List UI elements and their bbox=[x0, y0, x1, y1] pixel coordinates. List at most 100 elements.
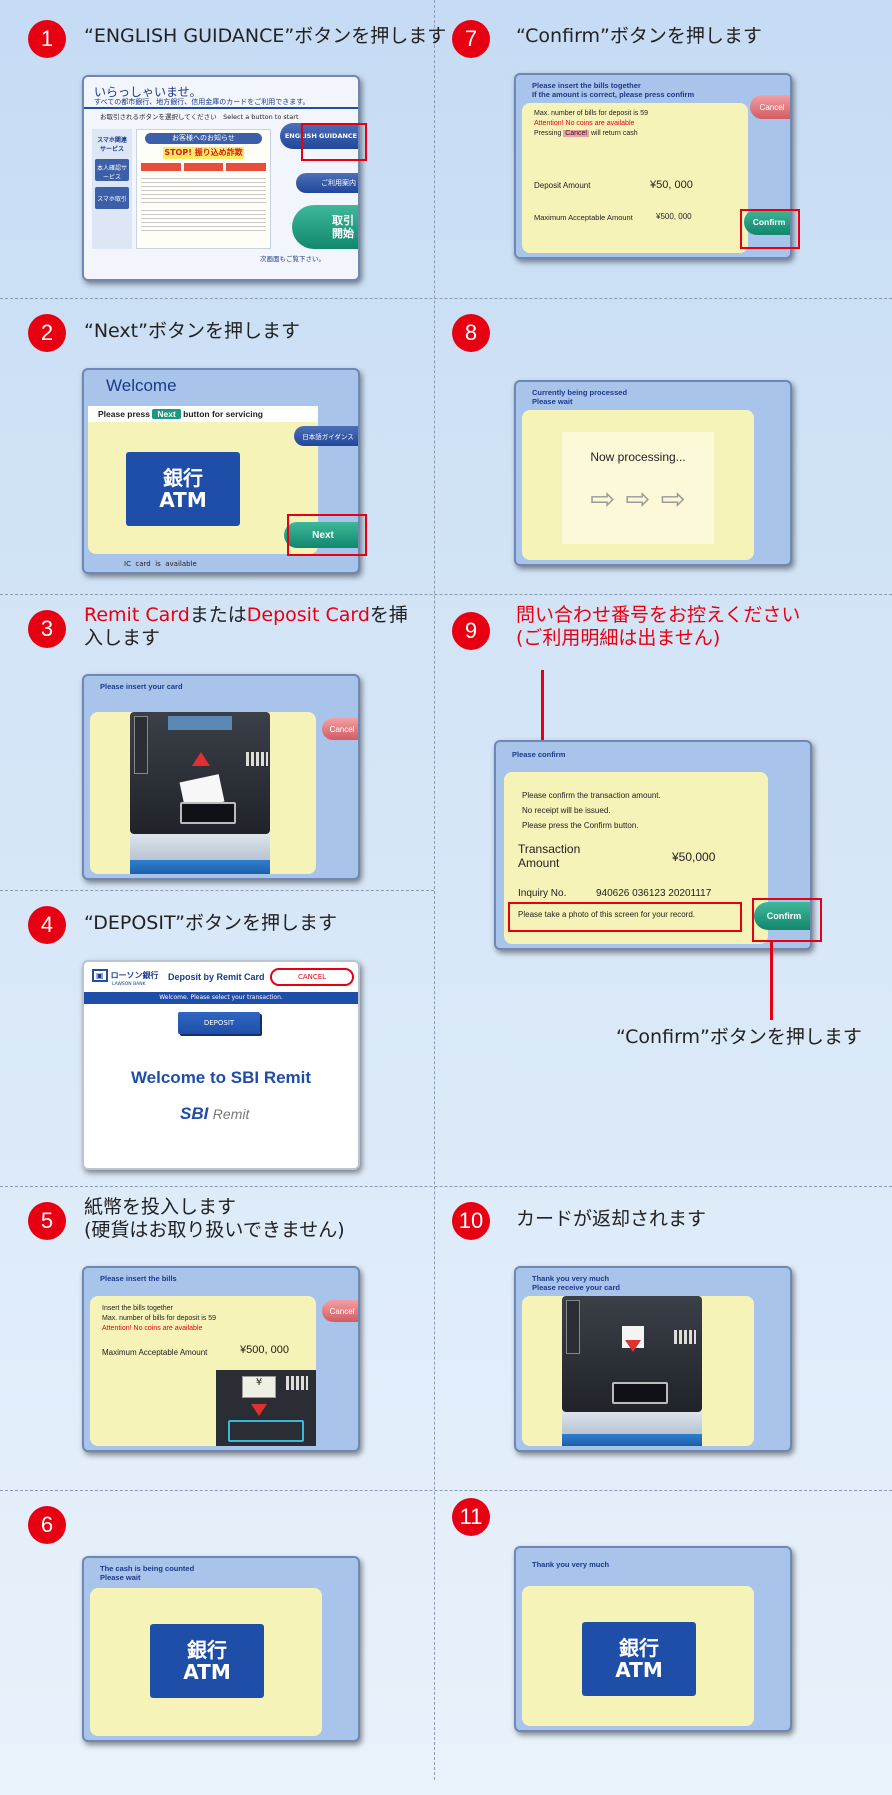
callout-line bbox=[770, 942, 773, 1020]
step-number: 4 bbox=[28, 906, 66, 944]
japanese-guidance-button[interactable]: 日本語ガイダンス bbox=[294, 426, 358, 446]
column-divider bbox=[434, 0, 435, 1780]
max-amount-label: Maximum Acceptable Amount bbox=[102, 1348, 208, 1357]
atm-base bbox=[130, 834, 270, 860]
row-divider bbox=[0, 594, 892, 595]
atm-screen: Welcome Please press Next button for ser… bbox=[82, 368, 360, 574]
cancel-button[interactable]: CANCEL bbox=[270, 968, 354, 986]
atm-screen: いらっしゃいませ。 すべての都市銀行、地方銀行、信用金庫のカードをご利用できます… bbox=[82, 75, 360, 281]
next-button[interactable]: Next bbox=[284, 522, 358, 548]
step-number: 8 bbox=[452, 314, 490, 352]
row-divider bbox=[0, 298, 892, 299]
atm-illustration bbox=[130, 712, 270, 834]
step-number: 1 bbox=[28, 20, 66, 58]
side-menu: スマホ関連サービス 本人確認サービス スマホ取引 bbox=[92, 129, 132, 249]
row-divider bbox=[0, 1490, 892, 1491]
amount-value: ¥50,000 bbox=[672, 850, 716, 864]
step-caption: 問い合わせ番号をお控えください(ご利用明細は出ません) bbox=[516, 604, 801, 649]
cancel-button[interactable]: Cancel bbox=[750, 95, 790, 119]
bank-sub: LAWSON BANK bbox=[112, 982, 146, 987]
step-number: 6 bbox=[28, 1506, 66, 1544]
notice-panel: お客様へのお知らせ STOP! 振り込め詐欺 bbox=[136, 129, 271, 249]
cancel-button[interactable]: Cancel bbox=[322, 718, 358, 740]
english-guidance-button[interactable]: ENGLISH GUIDANCE bbox=[280, 123, 358, 149]
side-item[interactable]: スマホ取引 bbox=[95, 187, 129, 209]
step-number: 11 bbox=[452, 1498, 490, 1536]
atm-base bbox=[562, 1412, 702, 1434]
deposit-button[interactable]: DEPOSIT bbox=[178, 1012, 260, 1034]
step-caption: “DEPOSIT”ボタンを押します bbox=[84, 912, 338, 934]
screen-pane bbox=[504, 772, 768, 944]
step-number: 5 bbox=[28, 1202, 66, 1240]
cancel-button[interactable]: Cancel bbox=[322, 1300, 358, 1322]
start-button[interactable]: 取引開始 bbox=[292, 205, 358, 249]
step-number: 7 bbox=[452, 20, 490, 58]
arrow-right-icon: ⇨ bbox=[660, 482, 686, 517]
confirm-note: “Confirm”ボタンを押します bbox=[616, 1026, 862, 1048]
confirm-button[interactable]: Confirm bbox=[754, 902, 810, 930]
highlight-box bbox=[740, 209, 800, 249]
screen-header: Thank you very much bbox=[532, 1560, 610, 1569]
step-caption: “ENGLISH GUIDANCE”ボタンを押します bbox=[84, 25, 447, 47]
step-caption: “Next”ボタンを押します bbox=[84, 320, 300, 342]
atm-screen: Please confirm Please confirm the transa… bbox=[494, 740, 812, 950]
step-caption: Remit CardまたはDeposit Cardを挿入します bbox=[84, 604, 408, 649]
highlight-box bbox=[301, 123, 367, 161]
stop-banner: STOP! 振り込め詐欺 bbox=[163, 147, 244, 159]
greeting: いらっしゃいませ。 bbox=[94, 85, 202, 99]
step-number: 9 bbox=[452, 612, 490, 650]
side-item[interactable]: スマホ関連サービス bbox=[97, 137, 127, 153]
atm-base-blue bbox=[562, 1434, 702, 1446]
row-divider bbox=[0, 890, 434, 891]
atm-base-blue bbox=[130, 860, 270, 874]
side-item[interactable]: 本人確認サービス bbox=[95, 159, 129, 181]
step-caption: 紙幣を投入します(硬貨はお取り扱いできません) bbox=[84, 1196, 345, 1241]
screen-pane bbox=[522, 103, 748, 253]
arrow-right-icon: ⇨ bbox=[590, 482, 616, 517]
prompt: Please press Next button for servicing bbox=[88, 406, 318, 422]
welcome-title: Welcome bbox=[106, 376, 177, 395]
screen-header: Please confirm bbox=[512, 750, 566, 759]
down-arrow-icon bbox=[625, 1340, 641, 1352]
inquiry-label: Inquiry No. bbox=[518, 888, 567, 899]
notice-title: お客様へのお知らせ bbox=[145, 133, 262, 144]
processing-box: Now processing... ⇨ ⇨ ⇨ bbox=[562, 432, 714, 544]
screen-header: Please insert the bills bbox=[100, 1274, 177, 1283]
photo-note: Please take a photo of this screen for y… bbox=[518, 910, 695, 919]
atm-screen: ▣ローソン銀行 LAWSON BANK Deposit by Remit Car… bbox=[82, 960, 360, 1170]
row-divider bbox=[0, 1186, 892, 1187]
page-title: Deposit by Remit Card bbox=[168, 972, 265, 982]
bank-logo: ▣ローソン銀行 bbox=[92, 969, 159, 982]
subgreeting: すべての都市銀行、地方銀行、信用金庫のカードをご利用できます。 bbox=[94, 98, 310, 106]
instructions: Please confirm the transaction amount.No… bbox=[522, 791, 661, 830]
arrow-right-icon: ⇨ bbox=[625, 482, 651, 517]
deposit-amount-value: ¥50, 000 bbox=[650, 179, 693, 191]
atm-illustration bbox=[562, 1296, 702, 1412]
step-caption: “Confirm”ボタンを押します bbox=[516, 25, 762, 47]
highlight-box bbox=[752, 898, 822, 942]
confirm-button[interactable]: Confirm bbox=[744, 209, 790, 235]
step-number: 3 bbox=[28, 610, 66, 648]
max-amount-value: ¥500, 000 bbox=[240, 1344, 289, 1356]
ic-card-note: IC card is available bbox=[124, 560, 197, 568]
step-number: 10 bbox=[452, 1202, 490, 1240]
inquiry-number: 940626 036123 20201117 bbox=[596, 888, 712, 899]
processing-text: Now processing... bbox=[590, 450, 686, 464]
step-number: 2 bbox=[28, 314, 66, 352]
guide-button[interactable]: ご利用案内 bbox=[296, 173, 358, 193]
step-caption: カードが返却されます bbox=[516, 1208, 707, 1230]
sbi-remit-logo: SBI Remit bbox=[180, 1104, 250, 1123]
select-instruction: お取引されるボタンを選択してください Select a button to st… bbox=[100, 113, 299, 121]
max-amount-label: Maximum Acceptable Amount bbox=[534, 213, 633, 222]
